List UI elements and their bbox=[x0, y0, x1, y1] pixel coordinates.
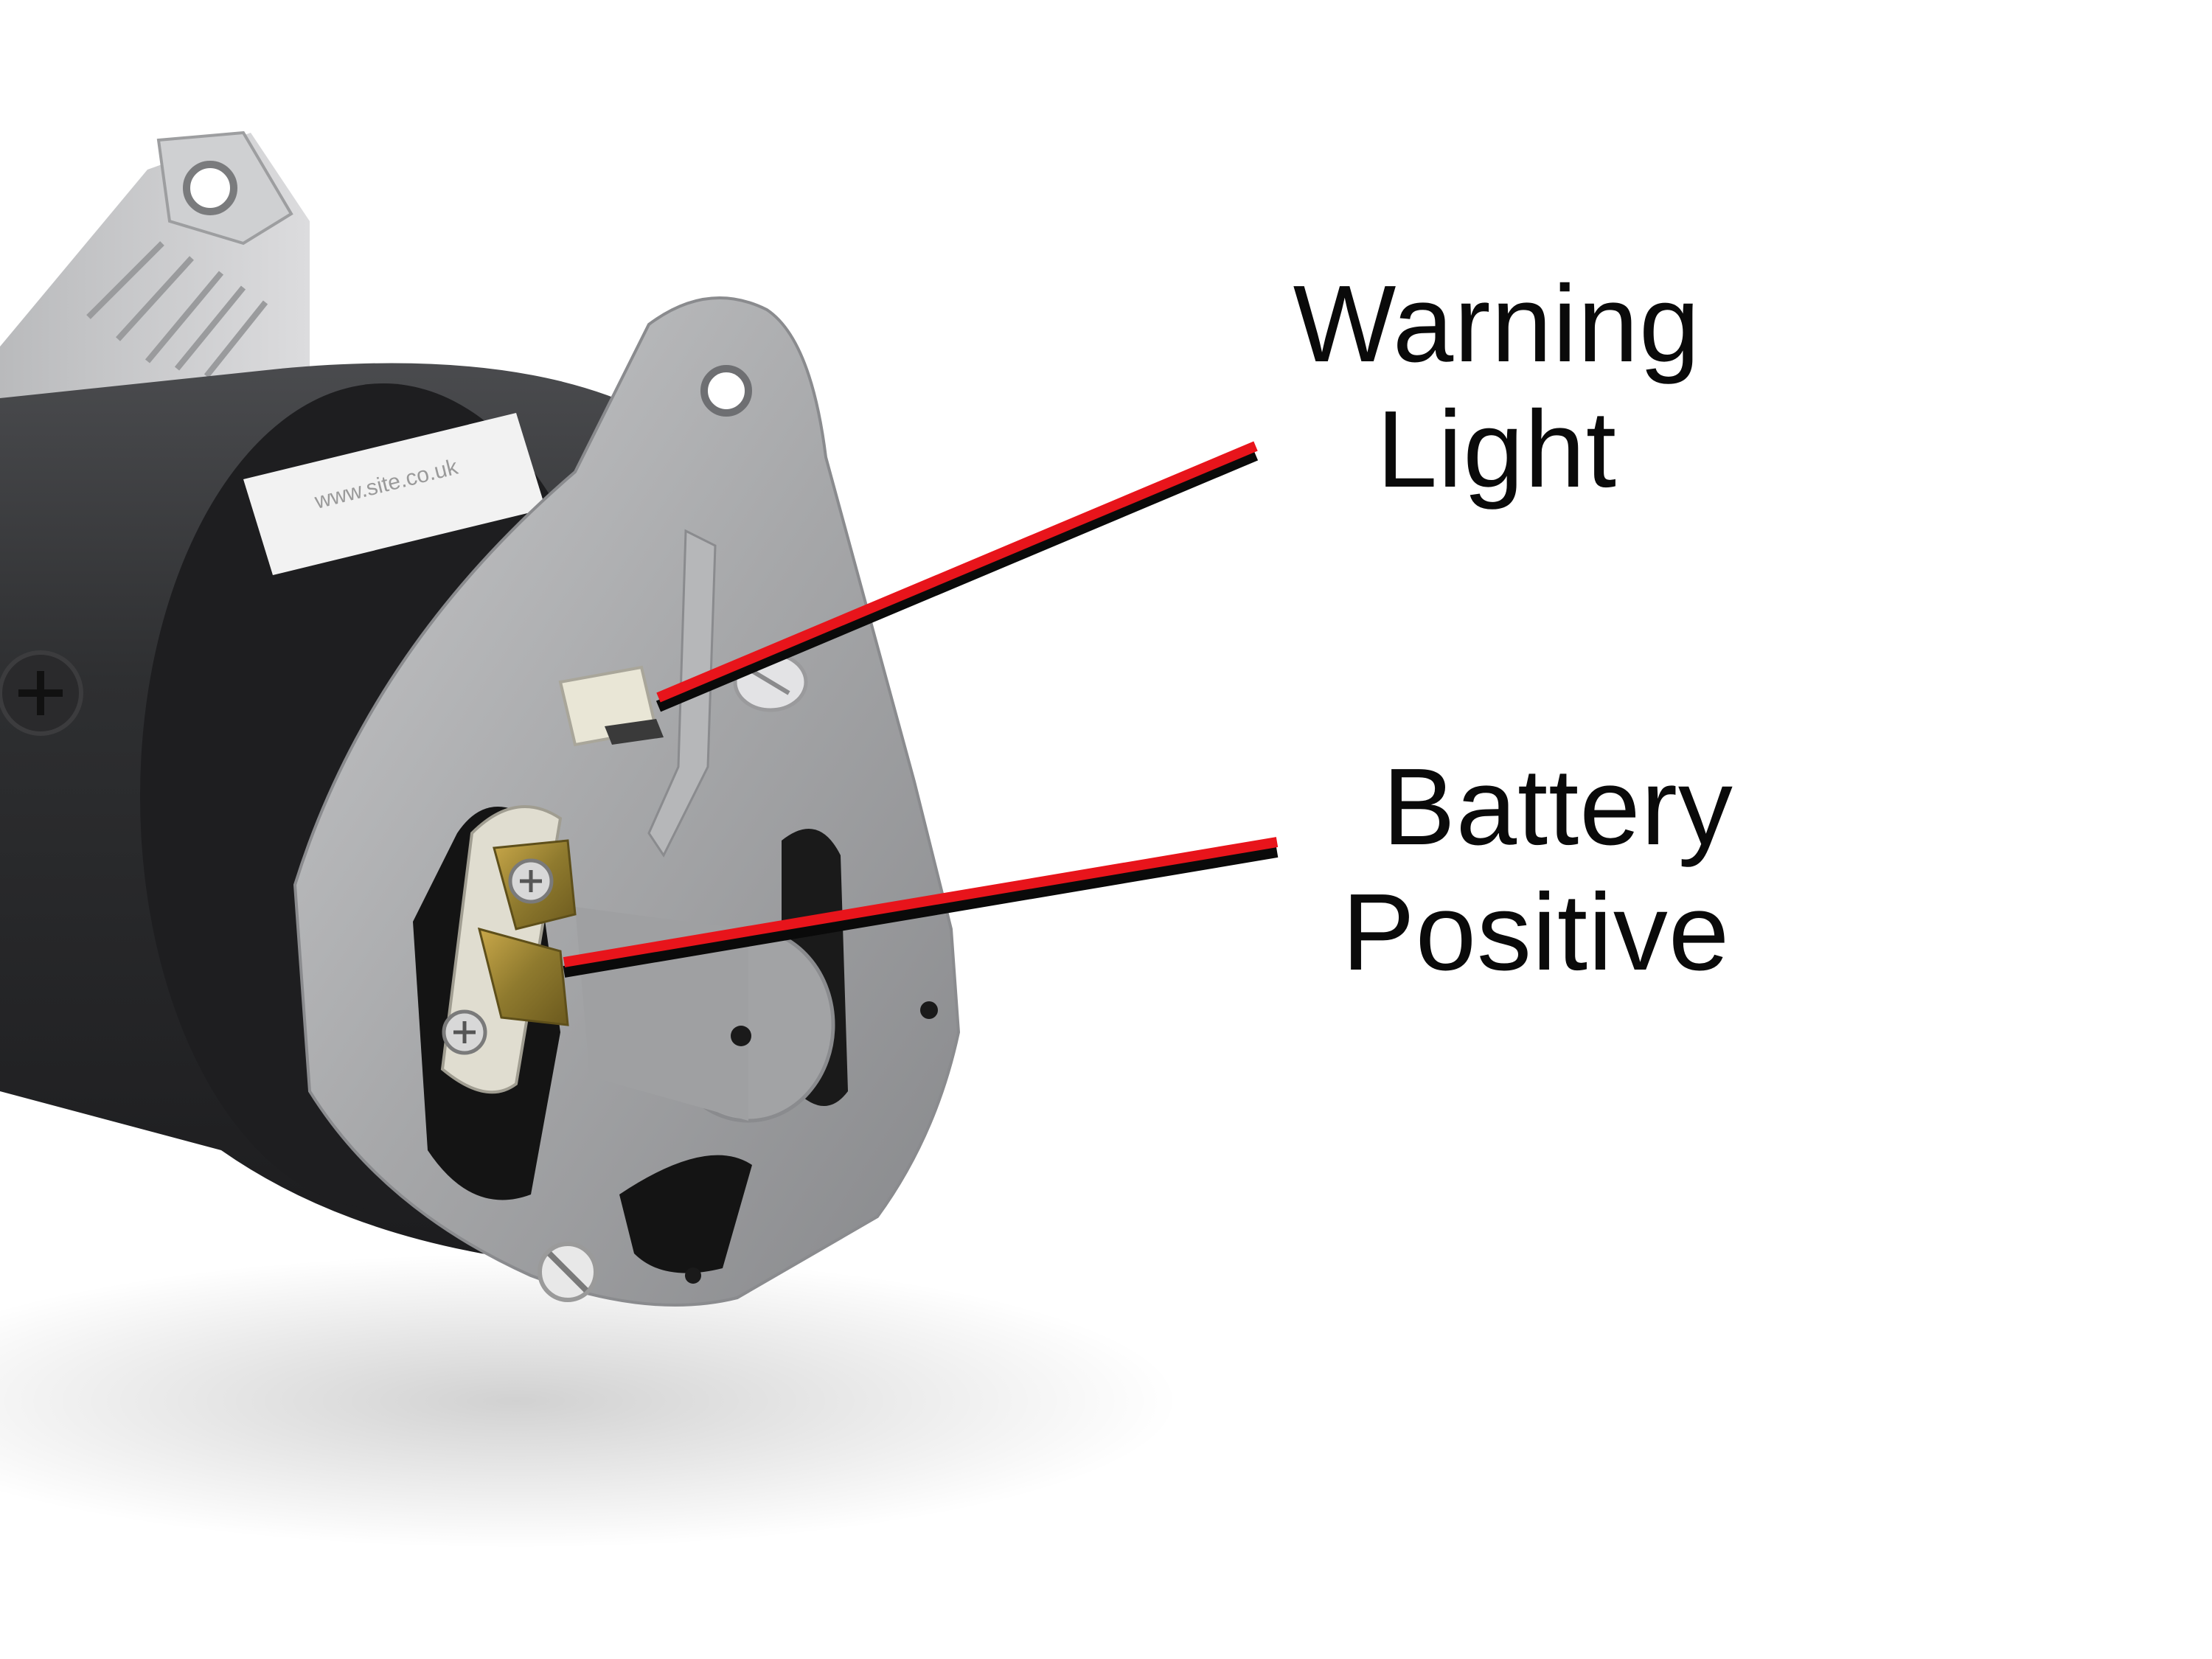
battery-positive-label: Battery Positive bbox=[1342, 745, 1784, 995]
warning-light-label-line-1: Warning bbox=[1293, 263, 1701, 385]
warning-light-label: Warning Light bbox=[1283, 262, 1711, 512]
warning-light-connector bbox=[558, 665, 664, 747]
battery-positive-terminal bbox=[440, 805, 577, 1094]
battery-positive-label-line-2: Positive bbox=[1342, 872, 1731, 994]
warning-light-label-line-2: Light bbox=[1377, 389, 1617, 511]
warning-light-wire bbox=[655, 441, 1259, 712]
battery-positive-wire bbox=[563, 837, 1279, 978]
floor-shadow bbox=[0, 1253, 1180, 1548]
battery-positive-label-line-1: Battery bbox=[1382, 746, 1733, 868]
